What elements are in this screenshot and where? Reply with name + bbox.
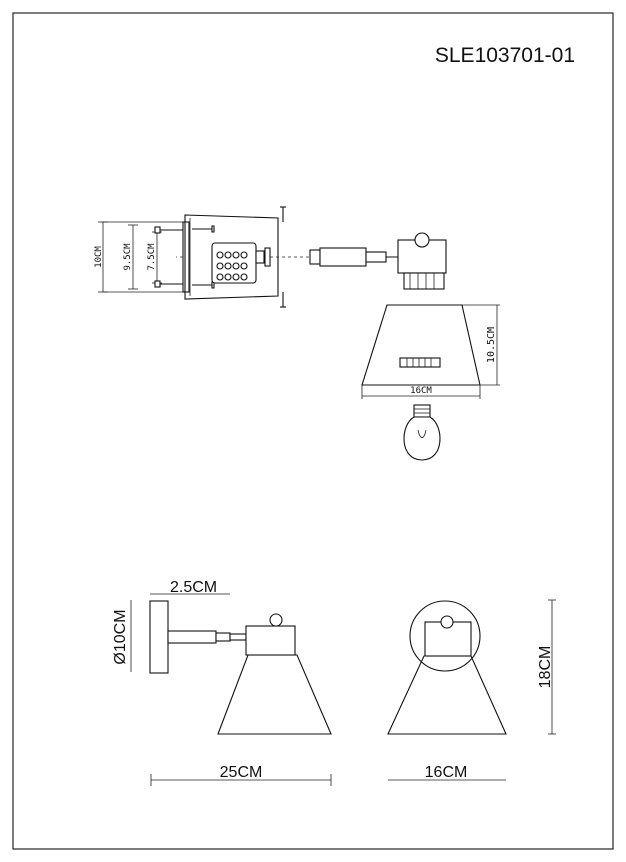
dimension-shade-width: 16CM <box>361 385 481 399</box>
canopy-screws <box>280 206 286 308</box>
shade <box>361 304 481 386</box>
arm <box>309 247 400 267</box>
total-height-label: 18CM <box>537 646 554 689</box>
side-arm <box>167 630 217 644</box>
base-diameter-label: Ø10CM <box>112 609 129 664</box>
dimension-outer-mount: 9.5CM <box>123 224 138 290</box>
plate-height-label: 10CM <box>94 246 104 268</box>
base-depth-label: 2.5CM <box>170 579 217 596</box>
front-width-label: 16CM <box>425 764 468 781</box>
shade-height-label: 10.5CM <box>486 327 497 363</box>
shade-width-label: 16CM <box>410 386 432 396</box>
nut-washer <box>255 247 310 267</box>
side-width-label: 25CM <box>220 764 263 781</box>
dimension-shade-height: 10.5CM <box>462 304 500 386</box>
canopy <box>184 214 279 300</box>
terminal-block <box>211 242 257 284</box>
drawing-border <box>12 12 614 850</box>
assembled-side-view: 2.5CM Ø10CM 25CM <box>112 579 332 786</box>
front-shade <box>387 655 507 735</box>
front-base-circle <box>409 600 481 672</box>
outer-mount-label: 9.5CM <box>123 243 133 271</box>
side-holder <box>245 625 296 656</box>
lamp-holder <box>397 232 447 290</box>
exploded-view: 10CM 9.5CM 7.5CM <box>94 206 500 461</box>
side-shade <box>217 654 332 735</box>
light-bulb <box>403 404 441 461</box>
wall-plate <box>154 221 190 293</box>
assembled-front-view: 16CM 18CM <box>387 599 556 781</box>
wall-base <box>149 600 169 674</box>
dimension-inner-mount: 7.5CM <box>147 231 162 284</box>
wall-screws <box>192 225 215 289</box>
dimension-plate-height: 10CM <box>94 221 108 293</box>
model-code: SLE103701-01 <box>435 44 575 67</box>
inner-mount-label: 7.5CM <box>147 243 157 271</box>
